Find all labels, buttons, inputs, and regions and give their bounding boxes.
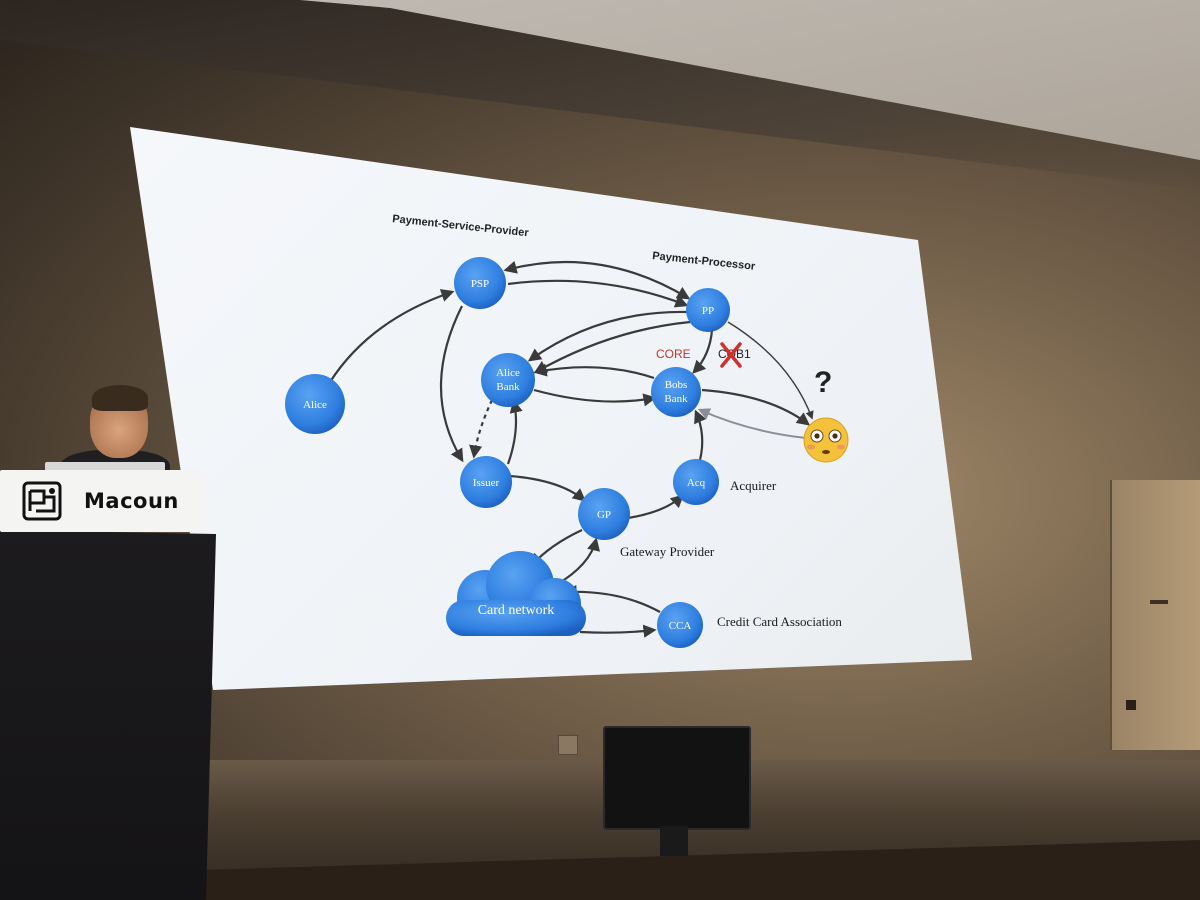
edge-pp-bobsbank bbox=[692, 329, 714, 374]
node-card-network: Card network bbox=[446, 551, 586, 636]
edge-cardnetwork-cca bbox=[579, 624, 657, 638]
node-alice: Alice bbox=[285, 374, 345, 434]
node-pp-label: PP bbox=[702, 305, 714, 317]
edge-acq-bobsbank bbox=[694, 409, 707, 461]
macoun-logo-icon bbox=[22, 481, 62, 521]
edge-bobsbank-emoji bbox=[701, 388, 811, 426]
node-pp: PP bbox=[686, 288, 730, 332]
side-door bbox=[1110, 480, 1200, 750]
node-acq: Acq bbox=[673, 459, 719, 505]
lectern bbox=[0, 530, 216, 900]
pp-title: Payment-Processor bbox=[652, 250, 757, 273]
wall-socket bbox=[558, 735, 578, 755]
edge-issuer-gp bbox=[509, 474, 587, 502]
node-acq-label: Acq bbox=[687, 477, 706, 489]
edge-alicebank-issuer-dashed bbox=[469, 399, 493, 459]
edge-gp-acq bbox=[627, 494, 684, 520]
edge-psp-pp-top bbox=[503, 260, 691, 300]
acquirer-label: Acquirer bbox=[730, 478, 777, 493]
edge-bobs-alicebank-top bbox=[533, 363, 655, 380]
node-alice-label: Alice bbox=[303, 399, 327, 411]
flushed-face-emoji-icon bbox=[803, 417, 849, 463]
node-alice-bank-label-2: Bank bbox=[496, 381, 520, 393]
edge-issuer-alicebank bbox=[506, 399, 523, 465]
edge-psp-pp-bottom bbox=[507, 279, 689, 308]
edge-pp-alicebank-2 bbox=[533, 320, 691, 374]
edge-cardnetwork-gp bbox=[555, 537, 600, 586]
edge-pp-alicebank-1 bbox=[527, 310, 689, 362]
node-psp: PSP bbox=[454, 257, 506, 309]
credit-card-association-label: Credit Card Association bbox=[717, 614, 842, 629]
door-handle bbox=[1150, 600, 1168, 604]
node-alice-bank: Alice Bank bbox=[481, 353, 535, 407]
node-bobs-bank-label-1: Bobs bbox=[665, 379, 688, 391]
speaker-hair bbox=[92, 385, 148, 411]
edge-pp-emoji bbox=[727, 321, 814, 420]
lectern-sign-text: Macoun bbox=[84, 489, 179, 513]
lectern-sign: Macoun bbox=[0, 470, 206, 532]
node-gp: GP bbox=[578, 488, 630, 540]
node-gp-label: GP bbox=[597, 509, 611, 521]
node-cca: CCA bbox=[657, 602, 703, 648]
node-card-network-label: Card network bbox=[478, 603, 555, 618]
edge-emoji-bobsbank bbox=[697, 408, 807, 439]
red-cross-icon bbox=[720, 342, 742, 368]
stage-monitor bbox=[603, 726, 751, 830]
edge-psp-issuer bbox=[440, 305, 464, 463]
node-bobs-bank-label-2: Bank bbox=[664, 393, 688, 405]
question-mark: ? bbox=[814, 366, 832, 399]
psp-title: Payment-Service-Provider bbox=[392, 213, 530, 239]
monitor-stand bbox=[660, 826, 688, 856]
node-bobs-bank: Bobs Bank bbox=[651, 367, 701, 417]
edge-alice-psp bbox=[329, 289, 455, 383]
diagram-edges bbox=[329, 260, 814, 638]
node-alice-bank-label-1: Alice bbox=[496, 367, 520, 379]
node-cca-label: CCA bbox=[669, 620, 692, 632]
node-psp-label: PSP bbox=[471, 278, 489, 290]
core-label: CORE bbox=[656, 347, 691, 361]
gateway-provider-label: Gateway Provider bbox=[620, 544, 715, 559]
edge-alicebank-bobs bbox=[533, 388, 657, 407]
node-issuer: Issuer bbox=[460, 456, 512, 508]
wall-switch bbox=[1126, 700, 1136, 710]
node-issuer-label: Issuer bbox=[473, 477, 500, 489]
